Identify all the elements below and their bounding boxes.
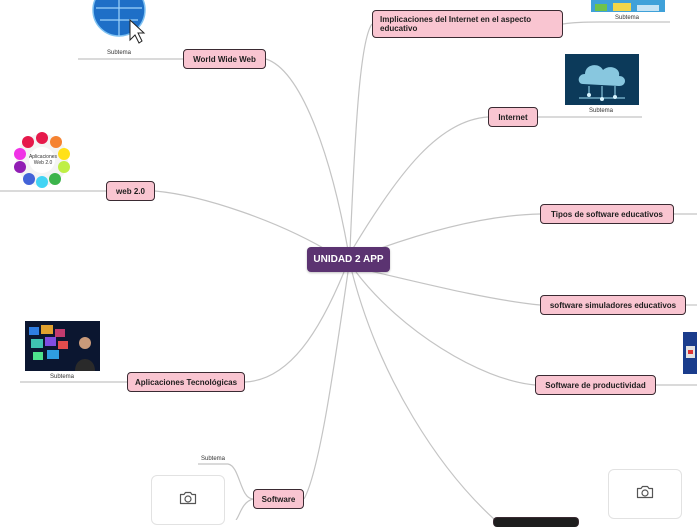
- cloud-network-image[interactable]: [565, 54, 639, 105]
- central-topic[interactable]: UNIDAD 2 APP: [307, 247, 390, 272]
- banner-image[interactable]: [591, 0, 665, 12]
- globe-cursor-image[interactable]: [82, 0, 156, 47]
- screens-wall-image[interactable]: [25, 321, 100, 371]
- partial-image[interactable]: [683, 332, 697, 374]
- link-aplicaciones: [244, 271, 345, 383]
- link-world-wide-web: [265, 58, 349, 251]
- link-bottom-branch: [351, 271, 496, 520]
- topic-web-2-0[interactable]: web 2.0: [106, 181, 155, 201]
- image-placeholder[interactable]: [151, 475, 225, 525]
- link-simuladores: [365, 269, 541, 306]
- topic-software-simuladores[interactable]: software simuladores educativos: [540, 295, 686, 315]
- link-implicaciones: [349, 23, 373, 251]
- topic-software-productividad[interactable]: Software de productividad: [535, 375, 656, 395]
- subtopic-label[interactable]: Subtema: [201, 456, 226, 462]
- subtopic-label[interactable]: Subtema: [589, 108, 614, 114]
- link-web20: [154, 190, 341, 259]
- color-wheel-image[interactable]: Aplicaciones Web 2.0: [6, 132, 79, 188]
- camera-icon: [636, 485, 654, 504]
- link-impl-sub: [562, 21, 670, 25]
- topic-implicaciones[interactable]: Implicaciones del Internet en el aspecto…: [372, 10, 563, 38]
- link-productividad: [355, 271, 536, 386]
- web20-image-caption: Aplicaciones Web 2.0: [28, 154, 58, 166]
- subtopic-label[interactable]: Subtema: [107, 50, 132, 56]
- topic-software[interactable]: Software: [253, 489, 304, 509]
- topic-bottom-partial[interactable]: [493, 517, 579, 527]
- camera-icon: [179, 491, 197, 510]
- topic-internet[interactable]: Internet: [488, 107, 538, 127]
- link-tipos-software: [369, 213, 541, 253]
- topic-tipos-software[interactable]: Tipos de software educativos: [540, 204, 674, 224]
- topic-aplicaciones-tecnologicas[interactable]: Aplicaciones Tecnológicas: [127, 372, 245, 392]
- link-soft-sub2: [235, 498, 254, 520]
- link-internet: [351, 116, 489, 251]
- topic-world-wide-web[interactable]: World Wide Web: [183, 49, 266, 69]
- link-soft-sub1: [198, 463, 254, 500]
- image-placeholder[interactable]: [608, 469, 682, 519]
- subtopic-label[interactable]: Subtema: [50, 374, 75, 380]
- link-software: [303, 271, 349, 500]
- subtopic-label[interactable]: Subtema: [615, 15, 640, 21]
